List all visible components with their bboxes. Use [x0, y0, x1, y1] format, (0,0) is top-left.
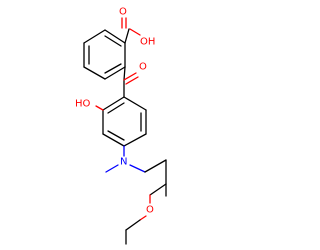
bond-phenol-o [95, 105, 104, 111]
bond-ring2-double-2 [107, 130, 125, 141]
bond-o-to-ethyl [139, 215, 147, 221]
bond-n-propyl [129, 164, 146, 173]
bond-ring2-f [102, 96, 125, 111]
bond-chain-1 [144, 159, 167, 173]
bond-cooh-oh [129, 28, 141, 36]
bond-ketone-double-o-2 [125, 76, 139, 85]
bond-ring1-double-2 [104, 63, 122, 74]
amine-group: N [105, 145, 146, 173]
propyl-chain [144, 159, 167, 197]
ethoxy-group: O [125, 194, 154, 245]
lower-benzene-ring [102, 96, 147, 147]
carboxylic-acid-group: O OH [119, 7, 155, 48]
atom-label-carboxylic-oh: OH [140, 37, 155, 48]
atom-label-carboxylic-o: O [119, 7, 127, 18]
bond-ketone-double-o-1 [123, 72, 137, 81]
upper-benzene-ring [83, 29, 126, 80]
bond-ring2-a [123, 96, 147, 111]
bond-ring2-double-3 [107, 102, 125, 114]
bond-ring1-c [104, 66, 126, 80]
phenol-hydroxyl-group: HO [75, 99, 104, 111]
atom-label-ether-o: O [146, 205, 154, 216]
structure-diagram: O OH O HO N [75, 7, 167, 245]
bond-ring1-to-ketone [123, 66, 126, 81]
bond-ring1-f [83, 29, 106, 44]
ketone-group: O [123, 62, 147, 98]
bond-ring1-double-1 [104, 35, 122, 47]
bond-ethyl-1 [125, 219, 141, 231]
bond-ring2-d [102, 133, 125, 147]
bond-ring-to-cooh [124, 28, 130, 44]
atom-label-phenol-ho: HO [75, 99, 91, 110]
atom-label-amine-n: N [120, 157, 127, 168]
atom-label-ketone-o: O [139, 62, 147, 73]
bond-ring1-d [83, 66, 106, 80]
bond-chain-3b [149, 183, 167, 196]
bond-ring1-a [104, 29, 126, 44]
bond-n-methyl [105, 164, 119, 173]
bond-ring2-c [123, 133, 147, 147]
